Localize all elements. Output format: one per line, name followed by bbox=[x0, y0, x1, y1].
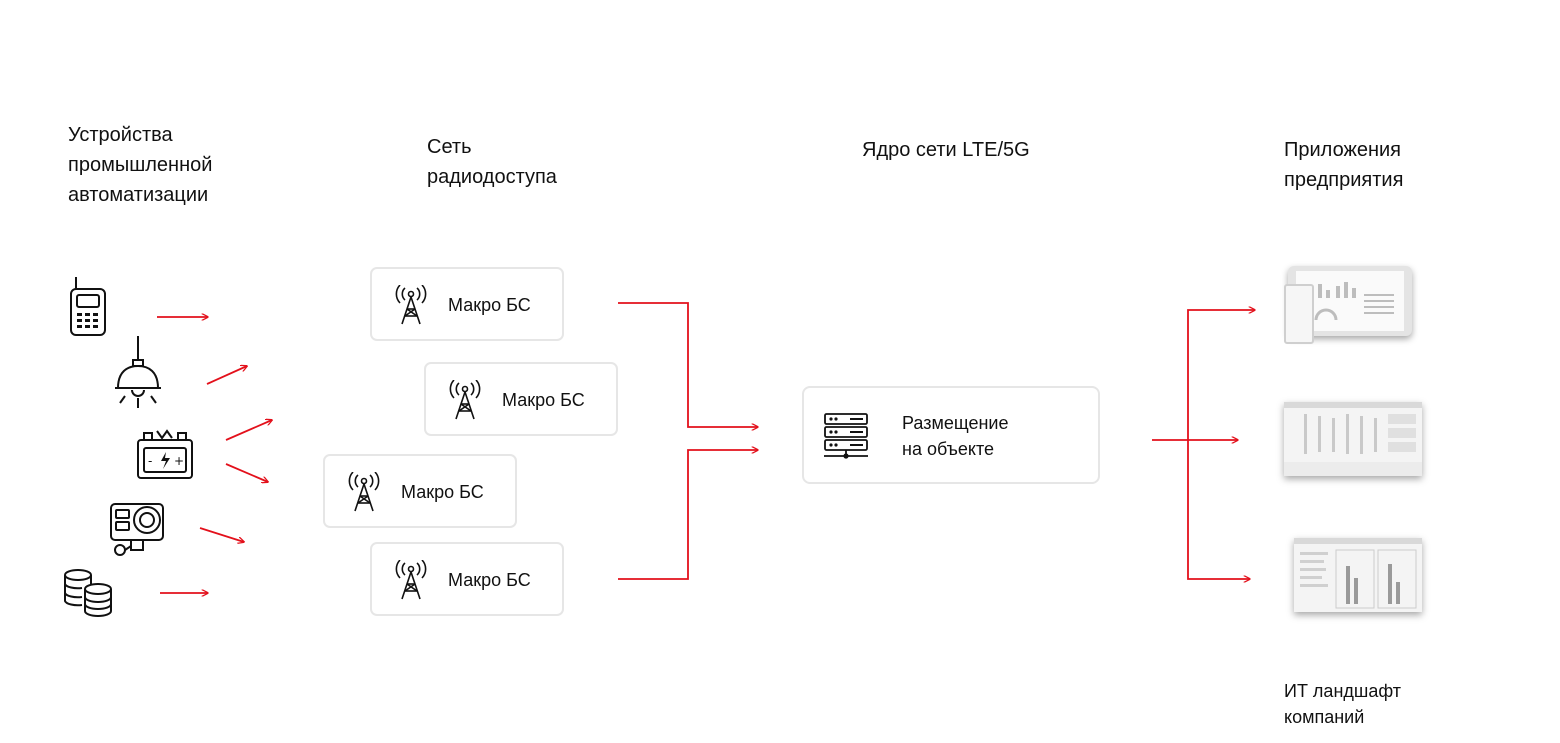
ran-to-core-arrow bbox=[618, 302, 758, 427]
bs-label: Макро БС bbox=[502, 390, 585, 410]
ceiling-lamp-icon bbox=[115, 336, 161, 408]
macro-bs-box[interactable]: Макро БС bbox=[323, 454, 517, 528]
bs-label: Макро БС bbox=[401, 482, 484, 502]
battery-icon: - + bbox=[137, 429, 193, 479]
cell-tower-icon bbox=[395, 560, 427, 600]
device-arrow bbox=[225, 463, 268, 482]
core-node-label: Размещение на объекте bbox=[902, 413, 1009, 459]
walkie-talkie-icon bbox=[70, 277, 106, 336]
core-to-apps-arrow bbox=[1187, 440, 1250, 579]
server-rack-icon bbox=[824, 413, 868, 459]
apps-header: Приложения предприятия bbox=[1284, 139, 1404, 191]
svg-text:-: - bbox=[148, 454, 152, 468]
camera-icon bbox=[110, 503, 164, 556]
svg-text:+: + bbox=[174, 454, 184, 468]
macro-bs-box[interactable]: Макро БС bbox=[424, 362, 618, 436]
device-arrow bbox=[199, 527, 244, 542]
cell-tower-icon bbox=[348, 472, 380, 512]
core-header: Ядро сети LTE/5G bbox=[862, 139, 1030, 161]
device-arrow bbox=[225, 420, 272, 441]
cell-tower-icon bbox=[395, 285, 427, 325]
bs-label: Макро БС bbox=[448, 570, 531, 590]
macro-bs-box[interactable]: Макро БС bbox=[370, 542, 564, 616]
cell-tower-icon bbox=[449, 380, 481, 420]
database-icon bbox=[64, 569, 112, 617]
ran-to-core-arrow bbox=[618, 450, 758, 580]
bs-label: Макро БС bbox=[448, 295, 531, 315]
devices-header: Устройства промышленной автоматизации bbox=[68, 124, 213, 206]
core-node-box[interactable]: Размещение на объекте bbox=[802, 386, 1100, 484]
it-landscape-label: ИТ ландшафт компаний bbox=[1284, 681, 1401, 727]
tablet-dashboard-icon bbox=[1284, 266, 1412, 344]
scada-screen-icon bbox=[1284, 402, 1422, 476]
macro-bs-box[interactable]: Макро БС bbox=[370, 267, 564, 341]
report-screen-icon bbox=[1294, 538, 1422, 612]
ran-header: Сеть радиодоступа bbox=[427, 136, 557, 188]
core-to-apps-arrow bbox=[1187, 310, 1255, 440]
device-arrow bbox=[206, 366, 247, 385]
